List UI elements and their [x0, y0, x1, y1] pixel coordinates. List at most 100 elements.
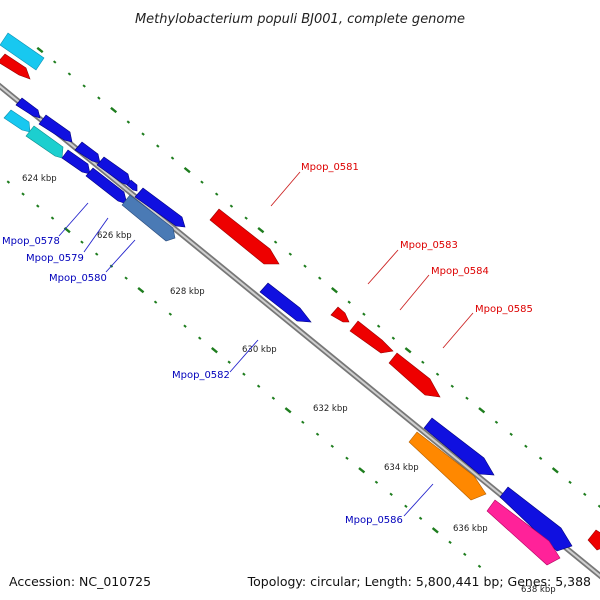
tick-mark: [257, 226, 265, 234]
gene-label-mpop-0582: Mpop_0582: [172, 370, 230, 381]
gene-arrow-magenta: [486, 499, 561, 566]
tick-mark: [376, 324, 381, 328]
tick-mark: [331, 287, 338, 294]
kbp-label: 624 kbp: [22, 174, 57, 184]
kbp-label: 626 kbp: [97, 231, 132, 241]
tick-mark: [318, 276, 322, 280]
tick-mark: [141, 132, 145, 136]
tick-mark: [494, 420, 499, 424]
tick-mark: [183, 324, 187, 328]
tick-mark: [82, 84, 86, 88]
tick-mark: [391, 336, 396, 340]
tick-mark: [347, 300, 351, 304]
kbp-label: 628 kbp: [170, 287, 205, 297]
tick-mark: [477, 564, 482, 569]
tick-mark: [229, 204, 234, 208]
tick-mark: [242, 372, 246, 376]
tick-mark: [124, 276, 128, 280]
tick-mark: [227, 360, 231, 364]
tick-mark: [551, 467, 559, 474]
tick-mark: [198, 336, 202, 340]
tick-mark: [256, 384, 261, 388]
tick-mark: [358, 467, 366, 474]
gene-arrow-blue-small: [126, 179, 138, 192]
gene-arrow-red-0585: [388, 352, 441, 398]
tick-mark: [404, 504, 408, 508]
tick-mark: [137, 286, 145, 294]
gene-arrow-red-0584: [349, 320, 394, 354]
gene-label-mpop-0583: Mpop_0583: [400, 240, 458, 251]
map-title: Methylobacterium populi BJ001, complete …: [135, 12, 465, 27]
tick-mark: [156, 144, 160, 148]
gene-arrow-blue-0578: [85, 167, 128, 205]
tick-mark: [214, 192, 219, 196]
gene-arrow-red-0581: [209, 208, 280, 265]
tick-guides: [6, 46, 600, 569]
tick-mark: [6, 180, 11, 184]
tick-mark: [168, 312, 173, 316]
accession-text: Accession: NC_010725: [9, 574, 151, 589]
gene-arrow-blue-4: [74, 141, 101, 164]
tick-mark: [450, 384, 454, 388]
tick-mark: [374, 480, 379, 484]
gene-arrow-blue-0579: [134, 187, 186, 228]
gene-arrow-steelblue-0580: [121, 194, 176, 242]
tick-mark: [284, 407, 292, 414]
tick-mark: [597, 504, 600, 509]
gene-label-mpop-0584: Mpop_0584: [431, 266, 489, 277]
gene-label-mpop-0579: Mpop_0579: [26, 253, 84, 264]
tick-mark: [170, 156, 175, 160]
tick-mark: [273, 240, 278, 244]
tick-mark: [97, 96, 101, 100]
kbp-label: 632 kbp: [313, 404, 348, 414]
tick-mark: [153, 300, 158, 304]
tick-mark: [463, 552, 467, 556]
kbp-tick-labels: 624 kbp 626 kbp 628 kbp 630 kbp 632 kbp 634 k…: [22, 174, 556, 595]
gene-arrow-lightblue-1: [0, 32, 45, 71]
tick-mark: [418, 516, 423, 520]
tick-mark: [478, 407, 486, 414]
tick-mark: [94, 252, 99, 256]
kbp-label: 630 kbp: [242, 345, 277, 355]
tick-mark: [448, 540, 452, 544]
gene-label-mpop-0585: Mpop_0585: [475, 304, 533, 315]
gene-labels: Mpop_0578 Mpop_0579 Mpop_0580 Mpop_0581 …: [2, 162, 533, 526]
tick-mark: [67, 72, 72, 76]
tick-mark: [524, 444, 528, 448]
gene-arrow-blue-outer-634: [423, 417, 495, 476]
tick-mark: [301, 420, 305, 424]
tick-mark: [404, 347, 412, 354]
tick-mark: [211, 347, 218, 354]
tick-mark: [389, 492, 393, 496]
gene-arrow-orange-0586: [408, 431, 487, 501]
gene-features: [0, 32, 600, 566]
tick-mark: [126, 120, 131, 124]
gene-arrow-red-0583: [330, 306, 350, 323]
gene-arrow-red-right: [587, 529, 600, 551]
tick-mark: [288, 252, 293, 256]
kbp-label: 638 kbp: [521, 585, 556, 595]
tick-mark: [200, 180, 204, 184]
tick-mark: [568, 480, 572, 484]
tick-mark: [465, 396, 469, 400]
tick-mark: [271, 396, 276, 400]
gene-arrow-red-1: [0, 53, 31, 80]
gene-arrow-blue-3: [61, 149, 91, 175]
gene-arrow-teal: [25, 125, 64, 159]
tick-mark: [303, 264, 307, 268]
tick-mark: [421, 360, 425, 364]
tick-mark: [509, 432, 513, 436]
tick-mark: [36, 46, 44, 54]
tick-mark: [538, 456, 543, 460]
gene-label-mpop-0578: Mpop_0578: [2, 236, 60, 247]
kbp-label: 634 kbp: [384, 463, 419, 473]
tick-mark: [362, 312, 366, 316]
kbp-label: 636 kbp: [453, 524, 488, 534]
gene-arrow-blue-5: [96, 156, 132, 187]
tick-mark: [53, 60, 57, 64]
tick-mark: [50, 216, 55, 220]
gene-arrow-blue-2: [38, 114, 73, 143]
tick-mark: [110, 106, 118, 114]
tick-mark: [431, 527, 439, 534]
